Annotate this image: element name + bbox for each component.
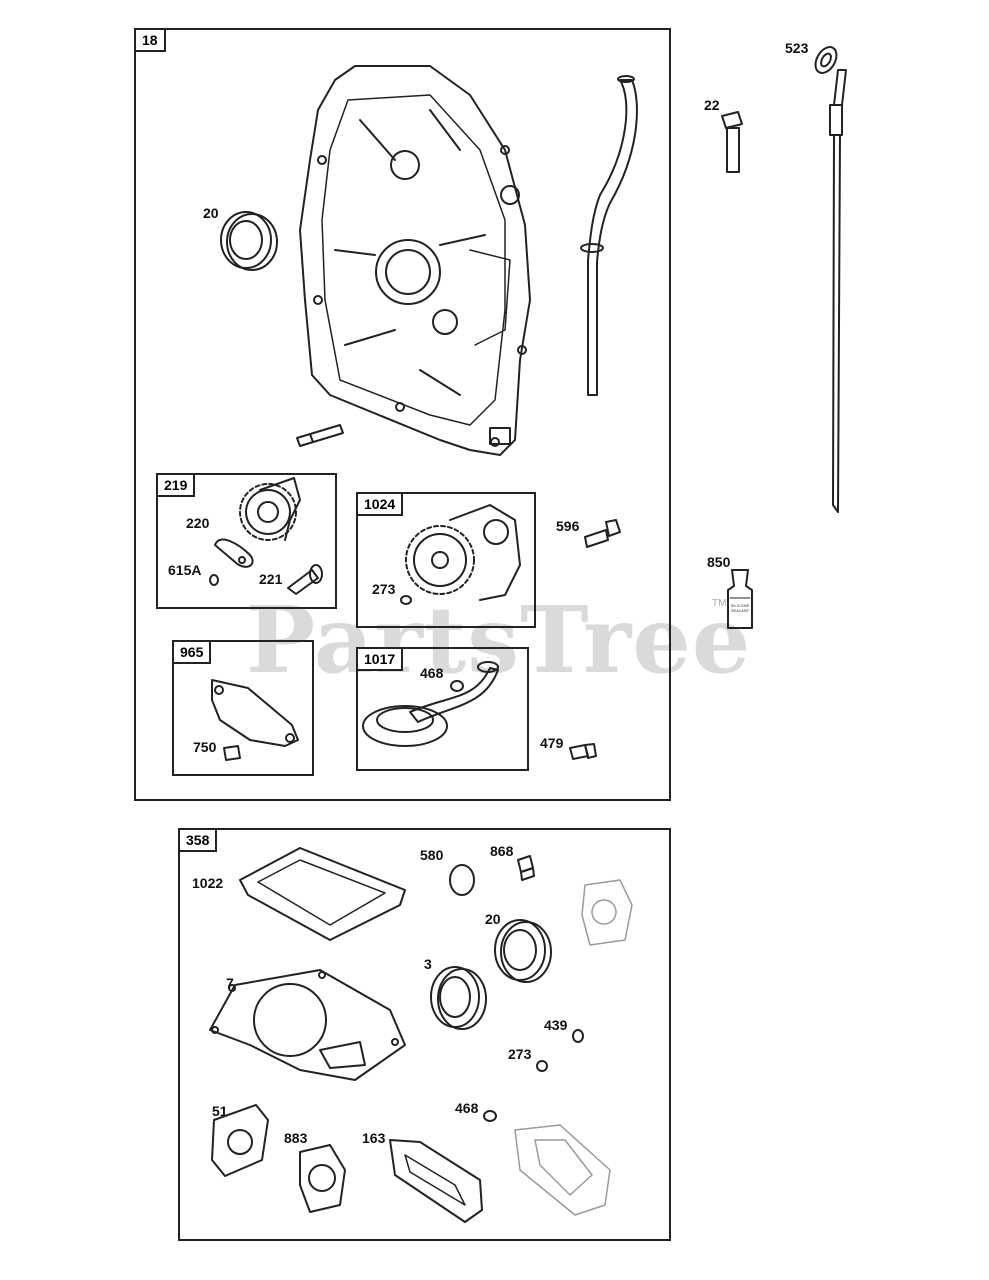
callout-523-dipstick: 523 xyxy=(785,40,809,56)
group-tag-18: 18 xyxy=(136,30,166,52)
callout-273-kit: 273 xyxy=(508,1046,532,1062)
group-box-18: 18 xyxy=(134,28,671,801)
callout-273-pump: 273 xyxy=(372,581,396,597)
callout-439: 439 xyxy=(544,1017,568,1033)
group-tag-965: 965 xyxy=(174,642,212,664)
group-box-1017: 1017 xyxy=(356,647,529,771)
callout-22-bolt: 22 xyxy=(704,97,720,113)
callout-20-seal: 20 xyxy=(203,205,219,221)
group-box-965: 965 xyxy=(172,640,314,776)
callout-468-pickup: 468 xyxy=(420,665,444,681)
bolt-22-drawing xyxy=(721,111,743,173)
callout-1022: 1022 xyxy=(192,875,224,891)
callout-596: 596 xyxy=(556,518,580,534)
callout-20-seal-kit: 20 xyxy=(485,911,501,927)
callout-750: 750 xyxy=(193,739,217,755)
callout-3: 3 xyxy=(424,956,432,972)
group-tag-1024: 1024 xyxy=(358,494,404,516)
group-tag-358: 358 xyxy=(180,830,218,852)
callout-220: 220 xyxy=(186,515,210,531)
callout-51: 51 xyxy=(212,1103,228,1119)
callout-580: 580 xyxy=(420,847,444,863)
group-box-1024: 1024 xyxy=(356,492,536,628)
callout-615a: 615A xyxy=(168,562,202,578)
callout-883: 883 xyxy=(284,1130,308,1146)
callout-868: 868 xyxy=(490,843,514,859)
callout-850: 850 xyxy=(707,554,731,570)
callout-7: 7 xyxy=(226,975,234,991)
callout-221: 221 xyxy=(259,571,283,587)
sealant-tube-label: SILICONE SEALANT xyxy=(730,603,750,613)
group-box-219: 219 xyxy=(156,473,337,609)
dipstick-523-drawing xyxy=(814,46,847,513)
callout-479: 479 xyxy=(540,735,564,751)
group-box-358: 358 xyxy=(178,828,671,1241)
callout-468-kit: 468 xyxy=(455,1100,479,1116)
trademark-symbol: TM xyxy=(712,598,727,609)
group-tag-1017: 1017 xyxy=(358,649,404,671)
group-tag-219: 219 xyxy=(158,475,196,497)
callout-163: 163 xyxy=(362,1130,386,1146)
